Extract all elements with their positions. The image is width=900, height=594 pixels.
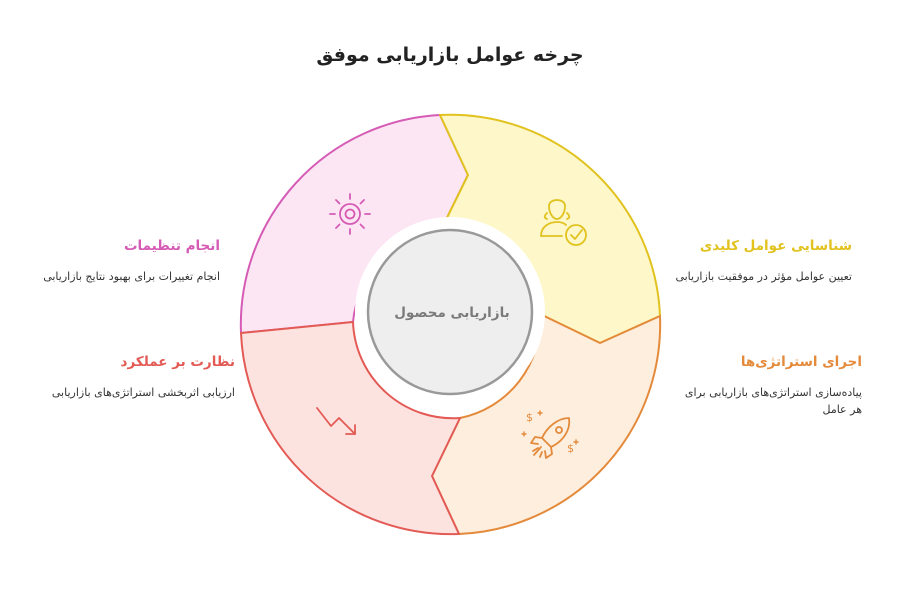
label-monitoring: نظارت بر عملکرد ارزیابی اثربخشی استراتژی… [40, 354, 235, 401]
page-title: چرخه عوامل بازاریابی موفق [316, 44, 584, 66]
sun-gear-icon [329, 193, 371, 235]
center-label: بازاریابی محصول [394, 305, 509, 321]
heading-adjustments: انجام تنظیمات [123, 238, 220, 254]
heading-monitoring: نظارت بر عملکرد [120, 354, 235, 370]
label-execution: اجرای استراتژی‌ها پیاده‌سازی استراتژی‌ها… [672, 354, 862, 418]
desc-adjustments: انجام تغییرات برای بهبود نتایج بازاریابی [43, 270, 220, 283]
rocket-icon: $ $ [521, 410, 579, 459]
svg-text:$: $ [567, 442, 574, 455]
desc-key-factors: تعیین عوامل مؤثر در موفقیت بازاریابی [675, 270, 852, 283]
label-key-factors: شناسایی عوامل کلیدی تعیین عوامل مؤثر در … [672, 238, 852, 285]
heading-execution: اجرای استراتژی‌ها [740, 354, 862, 370]
label-adjustments: انجام تنظیمات انجام تغییرات برای بهبود ن… [40, 238, 220, 285]
desc-monitoring: ارزیابی اثربخشی استراتژی‌های بازاریابی [51, 386, 235, 399]
desc-execution: پیاده‌سازی استراتژی‌های بازاریابی برای ه… [684, 386, 862, 416]
heading-key-factors: شناسایی عوامل کلیدی [699, 238, 852, 254]
center-hub [366, 228, 534, 396]
segment-bottom-left [240, 321, 461, 536]
person-check-icon [540, 199, 587, 246]
trend-down-icon [316, 407, 356, 435]
svg-text:$: $ [526, 411, 533, 424]
